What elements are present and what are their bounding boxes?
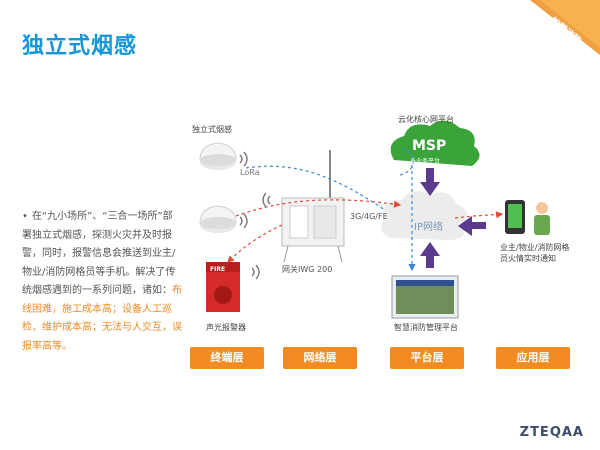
lora-label: LoRa <box>240 168 260 177</box>
cloud-platform-label: 云化核心网平台 <box>398 115 454 124</box>
msp-label: MSP <box>412 138 447 154</box>
description-highlight: 布线困难，施工成本高；设备人工巡检，维护成本高；无法与人交互，误报率高等。 <box>22 285 182 352</box>
gateway-icon <box>281 150 345 263</box>
company-logo: ZTEQAA <box>519 425 584 440</box>
smoke-detector-label: 独立式烟感 <box>192 125 232 134</box>
wireless-icon <box>239 151 271 280</box>
alarm-icon <box>206 262 240 312</box>
description-text: •在“九小场所”、“三合一场所”部署独立式烟感，探测火灾并及时报警，同时，报警信… <box>22 211 182 352</box>
corner-ribbon <box>530 0 600 55</box>
notify-label: 业主/物业/消防网格员火情实时通知 <box>500 243 570 263</box>
msp-cloud-icon <box>390 120 480 166</box>
page-title: 独立式烟感 <box>22 34 138 59</box>
description-intro: 在“九小场所”、“三合一场所”部署独立式烟感，探测火灾并及时报警，同时，报警信息… <box>22 211 176 296</box>
smoke-detector-icon <box>199 142 237 170</box>
gateway-label: 网关IWG 200 <box>282 265 333 274</box>
layer-terminal-button: 终端层 <box>190 347 264 369</box>
purple-arrows <box>420 168 486 268</box>
network-types-label: 3G/4G/FE <box>350 212 388 221</box>
alarm-device-text: FIRE <box>210 266 226 273</box>
ip-network-cloud-icon <box>381 191 468 240</box>
layer-network-button: 网络层 <box>283 347 357 369</box>
alarm-label: 声光报警器 <box>206 323 246 332</box>
platform-label: 智慧消防管理平台 <box>394 323 458 332</box>
links <box>227 147 504 272</box>
layer-application-button: 应用层 <box>496 347 570 369</box>
msp-sub-label: 多业务平台 <box>410 158 441 165</box>
ip-network-label: IP网络 <box>414 222 443 233</box>
platform-screen-icon <box>391 275 459 319</box>
smoke-detector-icon <box>199 205 237 233</box>
person-icon <box>534 202 550 235</box>
layer-platform-button: 平台层 <box>390 347 464 369</box>
phone-icon <box>505 200 525 234</box>
